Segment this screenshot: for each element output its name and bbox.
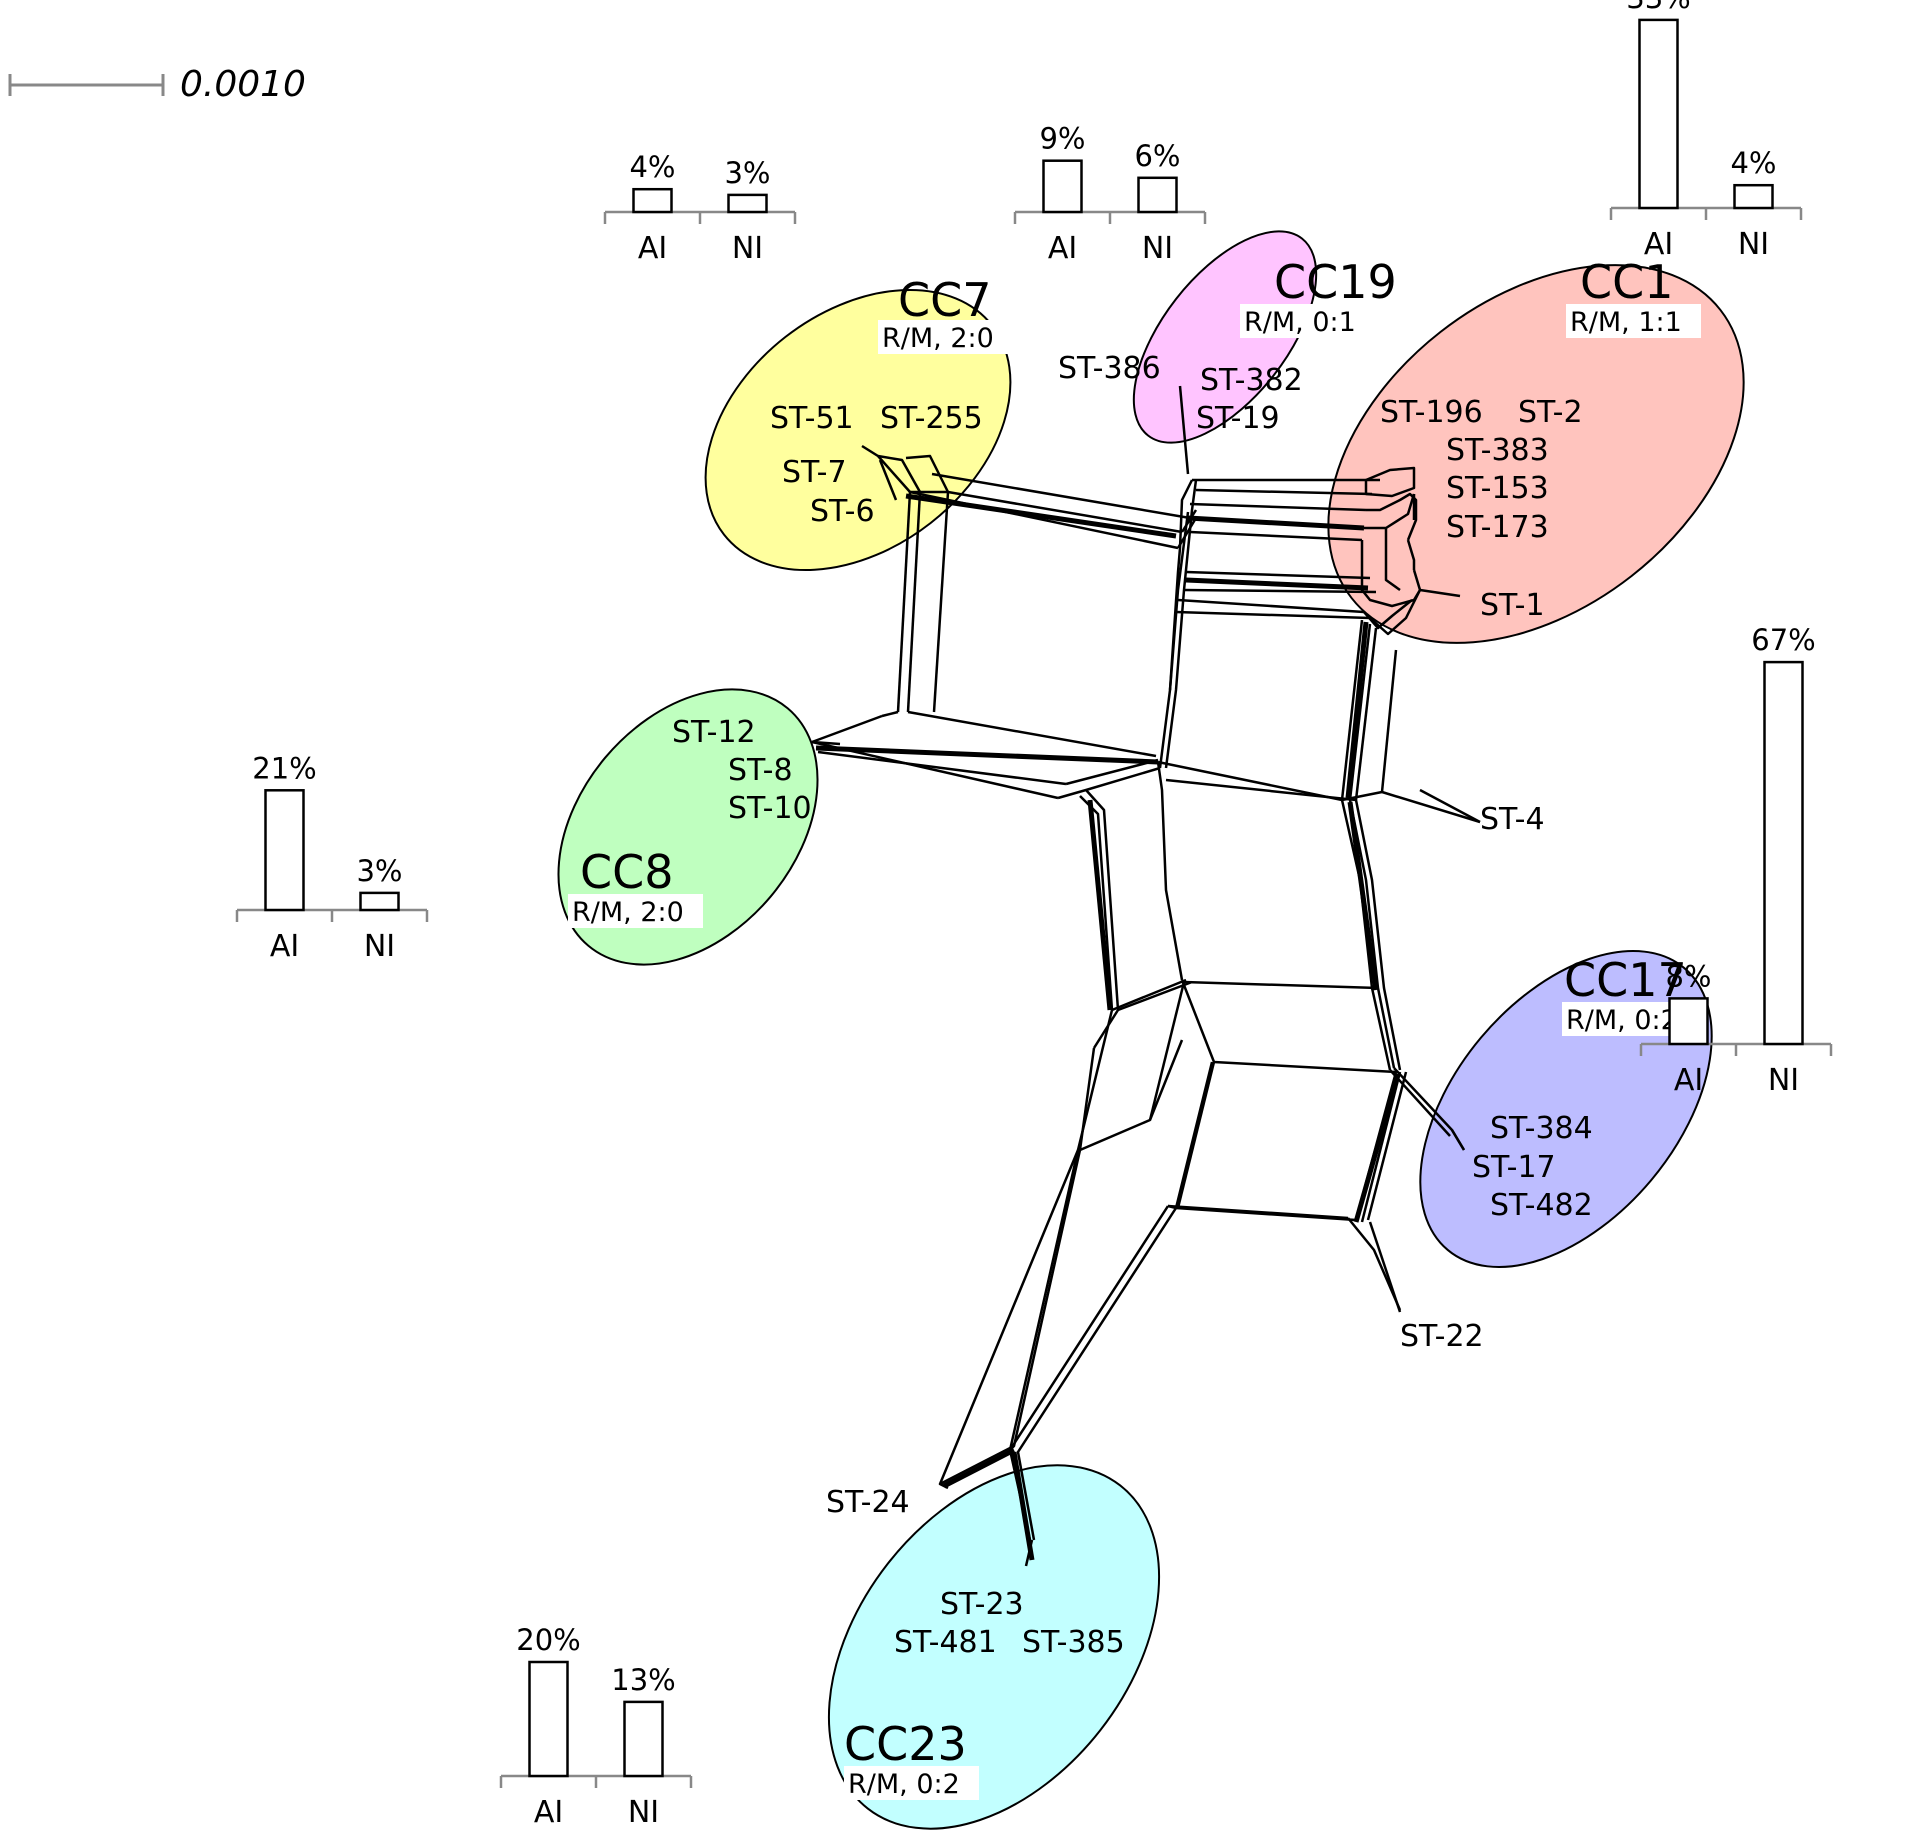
cc7-ellipse (704, 288, 1012, 572)
cc1-bar-ai-label: AI (1644, 227, 1673, 262)
cc1-bar-ni-label: NI (1738, 227, 1769, 262)
cc17-bar-ai-value: 8% (1665, 959, 1711, 993)
label-st1: ST-1 (1480, 588, 1545, 623)
label-st173: ST-173 (1446, 510, 1549, 545)
cc19-bar-ai-value: 9% (1039, 122, 1085, 156)
cc1-bar-ai (1638, 18, 1679, 210)
cc23-rm-box (844, 1766, 979, 1800)
cc19-bar-ni (1137, 176, 1178, 214)
label-st482: ST-482 (1490, 1188, 1593, 1223)
cc19-bar-ai (1042, 159, 1083, 214)
network-edges (811, 385, 1481, 1567)
cc7-rm: R/M, 2:0 (882, 323, 994, 354)
cc8-ellipse (557, 688, 819, 966)
cc1-bar-ni (1733, 183, 1774, 210)
bar-chart-cc7: 4% AI 3% NI (603, 150, 797, 266)
cc23-rm: R/M, 0:2 (848, 1769, 960, 1800)
label-st17: ST-17 (1472, 1150, 1556, 1185)
cc23-ellipse (827, 1464, 1161, 1830)
cc1-bar-ni-value: 4% (1730, 146, 1776, 180)
bar-chart-cc8: 21% AI 3% NI (235, 751, 429, 964)
cc1-ellipse (1327, 264, 1745, 644)
bar-chart-cc1: 33% AI 4% NI (1609, 0, 1803, 262)
label-st383: ST-383 (1446, 433, 1549, 468)
cc1-rm: R/M, 1:1 (1570, 307, 1682, 338)
cc7-rm-box (878, 320, 1013, 354)
label-st12: ST-12 (672, 715, 756, 750)
cc8-bar-ni (359, 891, 400, 912)
cc8-rm: R/M, 2:0 (572, 897, 684, 928)
cc23-name: CC23 (844, 1717, 967, 1771)
label-st385: ST-385 (1022, 1625, 1125, 1660)
label-st23: ST-23 (940, 1587, 1024, 1622)
label-st481: ST-481 (894, 1625, 997, 1660)
cc7-name: CC7 (898, 273, 992, 327)
cc8-bar-ai-label: AI (270, 929, 299, 964)
bar-chart-cc23: 20% AI 13% NI (499, 1623, 693, 1830)
cc19-rm-box (1240, 304, 1375, 338)
cc8-bar-ai (264, 789, 305, 912)
cc8-rm-box (568, 894, 703, 928)
cc17-bar-ni (1763, 660, 1804, 1046)
cc19-name: CC19 (1274, 255, 1397, 309)
label-st6: ST-6 (810, 494, 875, 529)
label-st2: ST-2 (1518, 395, 1583, 430)
cc17-rm: R/M, 0:2 (1566, 1005, 1678, 1036)
cc7-bar-ai-value: 4% (629, 150, 675, 184)
cc8-bar-ai-value: 21% (252, 751, 316, 785)
label-st8: ST-8 (728, 753, 793, 788)
cluster-labels: CC7 R/M, 2:0 CC19 R/M, 0:1 CC1 R/M, 1:1 … (568, 255, 1701, 1800)
cc23-bar-ni-label: NI (628, 1795, 659, 1830)
cc7-bar-ni-label: NI (732, 231, 763, 266)
cc17-bar-ni-label: NI (1768, 1063, 1799, 1098)
cc19-rm: R/M, 0:1 (1244, 307, 1356, 338)
label-st153: ST-153 (1446, 471, 1549, 506)
scale-bar: 0.0010 (8, 64, 306, 105)
label-st7: ST-7 (782, 455, 847, 490)
label-st255: ST-255 (880, 401, 983, 436)
cc23-bar-ai-value: 20% (516, 1623, 580, 1657)
cc17-bar-ai (1668, 997, 1709, 1046)
cc17-bar-ai-label: AI (1674, 1063, 1703, 1098)
bar-chart-cc19: 9% AI 6% NI (1013, 122, 1207, 266)
label-st24: ST-24 (826, 1485, 910, 1520)
bar-charts: 4% AI 3% NI 9% AI 6% NI 33% AI 4% NI 21% AI 3% NI 8%… (235, 0, 1833, 1830)
cc7-bar-ni-value: 3% (724, 156, 770, 190)
cc7-bar-ai (632, 187, 673, 214)
cc19-bar-ni-label: NI (1142, 231, 1173, 266)
cc8-name: CC8 (580, 845, 674, 899)
bar-chart-cc17: 8% AI 67% NI (1639, 623, 1833, 1098)
label-st19: ST-19 (1196, 401, 1280, 436)
cc23-bar-ai-label: AI (534, 1795, 563, 1830)
scale-bar-label: 0.0010 (180, 64, 306, 105)
label-st4: ST-4 (1480, 802, 1545, 837)
cc19-bar-ai-label: AI (1048, 231, 1077, 266)
cc7-bar-ni (727, 193, 768, 214)
label-st22: ST-22 (1400, 1319, 1484, 1354)
cc17-bar-ni-value: 67% (1751, 623, 1815, 657)
cc23-bar-ni-value: 13% (611, 1663, 675, 1697)
label-st384: ST-384 (1490, 1111, 1593, 1146)
label-st382: ST-382 (1200, 363, 1303, 398)
cc19-bar-ni-value: 6% (1134, 139, 1180, 173)
label-st10: ST-10 (728, 791, 812, 826)
label-st386: ST-386 (1058, 351, 1161, 386)
cc17-name: CC17 (1564, 953, 1687, 1007)
cc1-bar-ai-value: 33% (1626, 0, 1690, 15)
cc1-rm-box (1566, 304, 1701, 338)
cc7-bar-ai-label: AI (638, 231, 667, 266)
cc23-bar-ai (528, 1660, 569, 1778)
cc23-bar-ni (623, 1700, 664, 1778)
st-labels: ST-51 ST-255 ST-7 ST-6 ST-386 ST-382 ST-… (672, 351, 1593, 1660)
label-st51: ST-51 (770, 401, 854, 436)
cc1-name: CC1 (1580, 255, 1674, 309)
cc8-bar-ni-value: 3% (356, 854, 402, 888)
label-st196: ST-196 (1380, 395, 1483, 430)
cc8-bar-ni-label: NI (364, 929, 395, 964)
